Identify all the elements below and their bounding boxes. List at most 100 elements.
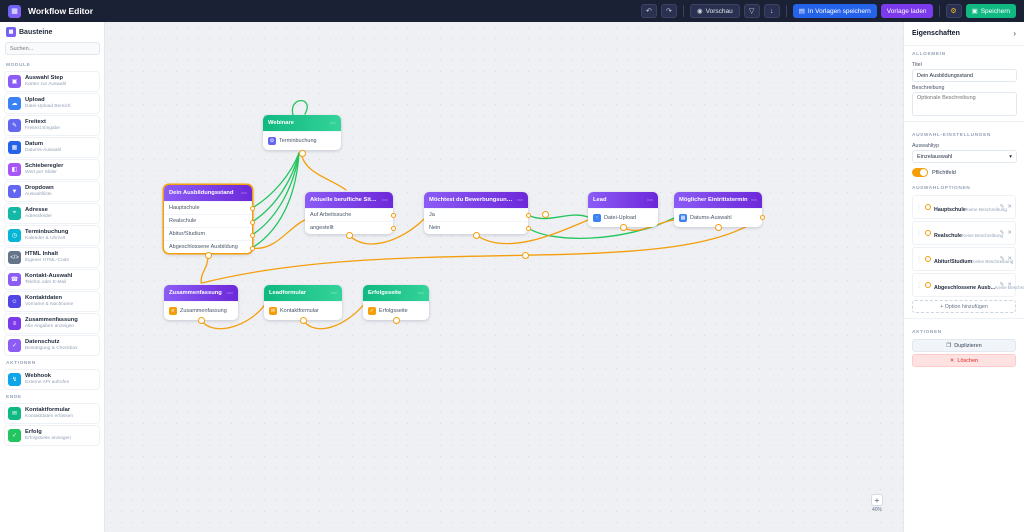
sidebar-item-upload[interactable]: ☁ UploadDatei-Upload Bereich [4,93,100,114]
node-menu-icon[interactable]: ⋯ [418,290,424,297]
edit-icon[interactable]: ✎ [1000,204,1005,210]
node-menu-icon[interactable]: ⋯ [382,197,388,204]
connector-handle[interactable] [205,252,212,259]
auswahltyp-select[interactable]: Einzelauswahl ▾ [912,150,1017,163]
node-leadformular[interactable]: Leadformular ⋯ ✉ Kontaktformular [264,285,342,320]
sidebar-item-erfolg[interactable]: ✓ ErfolgErfolgsseite anzeigen [4,425,100,446]
node-header[interactable]: Leadformular ⋯ [264,285,342,301]
node-header[interactable]: Webinare ⋯ [263,115,341,131]
trash-icon[interactable]: ✕ [1007,256,1012,262]
node-header[interactable]: Zusammenfassung ⋯ [164,285,238,301]
sidebar-item-terminbuchung[interactable]: ◷ TerminbuchungKalender & Uhrzeit [4,225,100,246]
edge-waypoint[interactable] [522,252,529,259]
node-menu-icon[interactable]: ⋯ [331,290,337,297]
sidebar-item-datenschutz[interactable]: ✓ DatenschutzBestätigung & Checkbox [4,335,100,356]
row-connector-dot[interactable] [526,213,531,218]
node-menu-icon[interactable]: ⋯ [517,197,523,204]
node-header[interactable]: Aktuelle berufliche Situation ⋯ [305,192,393,208]
delete-button[interactable]: ✕ Löschen [912,354,1016,367]
connector-handle[interactable] [620,224,627,231]
zoom-in-button[interactable]: + [871,494,883,506]
redo-button[interactable]: ↷ [661,4,677,18]
sidebar-item-freitext[interactable]: ✎ FreitextFreitext Eingabe [4,115,100,136]
search-input[interactable] [5,42,100,55]
drag-handle-icon[interactable]: ⋮ [916,282,922,289]
option-row-hauptschule[interactable]: ⋮ HauptschuleKeine Beschreibung ✎ ✕ [912,195,1016,219]
edge-waypoint[interactable] [542,211,549,218]
row-connector-dot[interactable] [250,206,255,211]
undo-button[interactable]: ↶ [641,4,657,18]
add-option-button[interactable]: + Option hinzufügen [912,300,1016,313]
node-berufliche-situation[interactable]: Aktuelle berufliche Situation ⋯ Auf Arbe… [305,192,393,234]
beschreibung-textarea[interactable] [912,92,1017,116]
collapse-chevron-icon[interactable]: › [1013,29,1016,38]
connector-handle[interactable] [473,232,480,239]
node-lead[interactable]: Lead ⋯ ↑ Datei-Upload [588,192,658,227]
drag-handle-icon[interactable]: ⋮ [916,204,922,211]
node-row[interactable]: Auf Arbeitssuche [305,208,393,221]
sidebar-item-kontakt-auswahl[interactable]: ☎ Kontakt-AuswahlTelefon oder E-Mail [4,269,100,290]
node-header[interactable]: Dein Ausbildungsstand ⋯ [164,185,252,201]
edit-icon[interactable]: ✎ [1000,282,1005,288]
row-connector-dot[interactable] [391,213,396,218]
node-header[interactable]: Möchtest du Bewerbungsunterlage... ⋯ [424,192,528,208]
sidebar-item-adresse[interactable]: ⌖ AdresseAdressfelder [4,203,100,224]
row-connector-dot[interactable] [526,226,531,231]
sidebar-item-webhook[interactable]: ↯ WebhookExterne API aufrufen [4,369,100,390]
node-header[interactable]: Erfolgsseite ⋯ [363,285,429,301]
sidebar-item-auswahl-step[interactable]: ▣ Auswahl StepKarten zur Auswahl [4,71,100,92]
edit-icon[interactable]: ✎ [1000,256,1005,262]
node-erfolgsseite[interactable]: Erfolgsseite ⋯ ✓ Erfolgsseite [363,285,429,320]
save-to-templates-button[interactable]: ▤ In Vorlagen speichern [793,4,877,18]
sidebar-item-kontaktdaten[interactable]: ☺ KontaktdatenVorname & Nachname [4,291,100,312]
connector-handle[interactable] [299,150,306,157]
connector-handle[interactable] [198,317,205,324]
node-menu-icon[interactable]: ⋯ [647,197,653,204]
node-webinare[interactable]: Webinare ⋯ ⚙ Terminbuchung [263,115,341,150]
node-bewerbungsunterlagen[interactable]: Möchtest du Bewerbungsunterlage... ⋯ Ja … [424,192,528,234]
node-menu-icon[interactable]: ⋯ [751,197,757,204]
option-row-abitur-studium[interactable]: ⋮ Abitur/StudiumKeine Beschreibung ✎ ✕ [912,247,1016,271]
row-connector-dot[interactable] [250,220,255,225]
workflow-canvas[interactable]: Webinare ⋯ ⚙ Terminbuchung Dein Ausbildu… [105,22,903,532]
titel-input[interactable] [912,69,1017,82]
node-row[interactable]: ⚙ Terminbuchung [263,131,341,150]
sidebar-item-zusammenfassung[interactable]: ≡ ZusammenfassungAlle Angaben anzeigen [4,313,100,334]
row-connector-dot[interactable] [760,215,765,220]
sidebar-item-html-inhalt[interactable]: </> HTML InhaltEigener HTML-Code [4,247,100,268]
node-header[interactable]: Lead ⋯ [588,192,658,208]
node-menu-icon[interactable]: ⋯ [227,290,233,297]
node-row[interactable]: Hauptschule [164,201,252,214]
settings-button[interactable]: ⚙ [946,4,962,18]
node-row[interactable]: Ja [424,208,528,221]
connector-handle[interactable] [300,317,307,324]
connector-handle[interactable] [715,224,722,231]
row-connector-dot[interactable] [391,226,396,231]
download-button[interactable]: ↓ [764,4,780,18]
option-row-abgeschlossene-ausbildung[interactable]: ⋮ Abgeschlossene Ausb...Keine Beschreibu… [912,273,1016,297]
save-button[interactable]: ▣ Speichern [966,4,1016,18]
pflichtfeld-toggle[interactable] [912,168,928,177]
node-eintrittstermin[interactable]: Möglicher Eintrittstermin ⋯ ▦ Datums-Aus… [674,192,762,227]
sidebar-item-dropdown[interactable]: ▼ DropdownAuswahlliste [4,181,100,202]
option-row-realschule[interactable]: ⋮ RealschuleKeine Beschreibung ✎ ✕ [912,221,1016,245]
node-row[interactable]: Abitur/Studium [164,227,252,240]
node-header[interactable]: Möglicher Eintrittstermin ⋯ [674,192,762,208]
duplicate-button[interactable]: ❐ Duplizieren [912,339,1016,352]
connector-handle[interactable] [346,232,353,239]
connector-handle[interactable] [393,317,400,324]
sidebar-item-schieberegler[interactable]: ◧ SchiebereglerWert per Slider [4,159,100,180]
drag-handle-icon[interactable]: ⋮ [916,256,922,263]
node-dein-ausbildungsstand[interactable]: Dein Ausbildungsstand ⋯ Hauptschule Real… [164,185,252,253]
trash-icon[interactable]: ✕ [1007,204,1012,210]
sidebar-item-datum[interactable]: ▦ DatumDatums-Auswahl [4,137,100,158]
node-zusammenfassung[interactable]: Zusammenfassung ⋯ ≡ Zusammenfassung [164,285,238,320]
load-template-button[interactable]: Vorlage laden [881,4,933,18]
trash-icon[interactable]: ✕ [1007,230,1012,236]
node-row[interactable]: Realschule [164,214,252,227]
trash-icon[interactable]: ✕ [1007,282,1012,288]
node-menu-icon[interactable]: ⋯ [330,120,336,127]
edit-icon[interactable]: ✎ [1000,230,1005,236]
drag-handle-icon[interactable]: ⋮ [916,230,922,237]
preview-button[interactable]: ◉ Vorschau [690,4,740,18]
